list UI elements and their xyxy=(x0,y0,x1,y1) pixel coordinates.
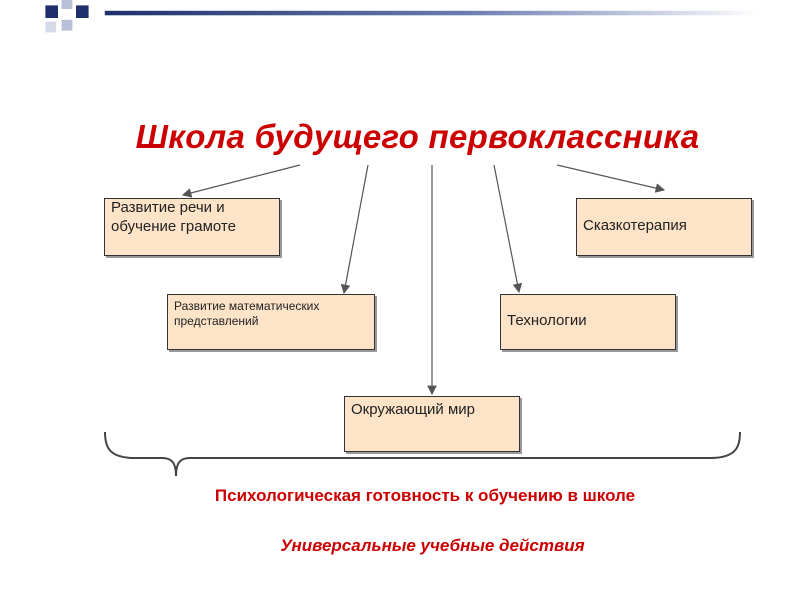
box-speech-label: Развитие речи и обучение грамоте xyxy=(111,199,236,235)
box-fairy-label: Сказкотерапия xyxy=(583,217,687,234)
box-world-label: Окружающий мир xyxy=(351,401,475,418)
universal-learning-actions-caption: Универсальные учебные действия xyxy=(280,536,585,555)
box-tech-label: Технологии xyxy=(507,312,587,329)
box-technologies: Технологии xyxy=(500,294,676,350)
box-surrounding-world: Окружающий мир xyxy=(344,396,520,452)
box-math-label: Развитие математических представлений xyxy=(174,299,320,328)
diagram-title: Школа будущего первоклассника xyxy=(135,118,700,155)
psychological-readiness-caption: Психологическая готовность к обучению в … xyxy=(214,486,636,505)
arrow-to-math xyxy=(340,164,369,295)
arrow-to-speech xyxy=(181,164,301,198)
decorative-header-bar xyxy=(45,0,761,33)
box-math-development: Развитие математических представлений xyxy=(167,294,375,350)
arrow-to-fairy xyxy=(556,164,666,193)
arrow-to-tech xyxy=(493,164,523,294)
box-fairytale-therapy: Сказкотерапия xyxy=(576,198,752,256)
box-speech-development: Развитие речи и обучение грамоте xyxy=(104,198,280,256)
curly-brace xyxy=(104,431,741,477)
